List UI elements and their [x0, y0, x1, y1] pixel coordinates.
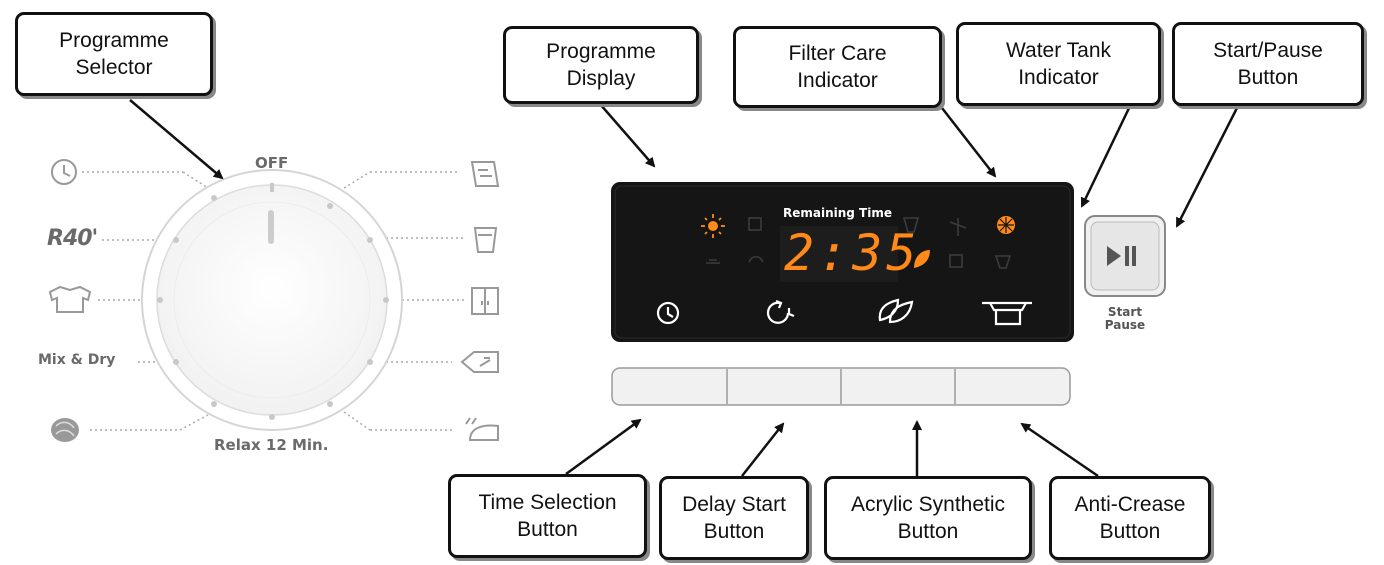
shirt-icon — [48, 285, 92, 313]
digit-window — [780, 226, 898, 282]
delay-start-button[interactable] — [727, 368, 841, 405]
anti-crease-button[interactable] — [955, 368, 1070, 405]
dim-indicators — [706, 217, 1012, 269]
wool-icon — [51, 418, 79, 442]
time-selection-icon — [656, 301, 680, 325]
towel-icon — [473, 227, 498, 253]
callout-delay-start-button: Delay Start Button — [659, 476, 809, 560]
callout-programme-selector: Programme Selector — [15, 12, 213, 96]
play-pause-icon — [1107, 246, 1136, 266]
anti-crease-icon — [982, 301, 1032, 326]
start-pause-button[interactable] — [1085, 216, 1165, 296]
sun-indicator-icon — [701, 214, 725, 238]
delay-start-icon — [766, 299, 795, 324]
start-pause-label: Start Pause — [1104, 305, 1146, 332]
remaining-time-value: 2:35 — [784, 224, 921, 282]
callout-acrylic-synthetic-button: Acrylic Synthetic Button — [824, 476, 1032, 560]
callout-water-tank-indicator: Water Tank Indicator — [956, 22, 1161, 106]
callout-anti-crease-button: Anti-Crease Button — [1049, 476, 1211, 560]
programme-dial[interactable] — [141, 169, 403, 431]
wardrobe-icon — [471, 287, 499, 315]
mix-dry-label: Mix & Dry — [38, 352, 116, 368]
hanger-icon — [460, 351, 499, 373]
button-strip — [611, 367, 1071, 406]
remaining-time-label: Remaining Time — [783, 206, 893, 220]
dial-tick-dots — [157, 183, 389, 420]
iron-icon — [465, 417, 499, 441]
acrylic-synthetic-icon — [878, 298, 914, 324]
callout-programme-display: Programme Display — [503, 26, 699, 104]
filter-care-indicator-icon — [997, 216, 1015, 234]
callout-start-pause-button: Start/Pause Button — [1172, 22, 1364, 106]
leaf-indicator-icon — [914, 250, 930, 268]
off-label: OFF — [255, 154, 289, 172]
acrylic-synthetic-button[interactable] — [841, 368, 955, 405]
r40-label: R40' — [47, 226, 98, 251]
clock-icon — [51, 159, 77, 185]
relax-label: Relax 12 Min. — [214, 436, 329, 454]
callout-time-selection-button: Time Selection Button — [448, 474, 647, 558]
callout-arrows — [129, 99, 1240, 478]
time-selection-button[interactable] — [612, 368, 727, 405]
cupboard-dry-icon — [470, 161, 500, 187]
callout-filter-care-indicator: Filter Care Indicator — [733, 26, 942, 108]
dial-pointer — [268, 210, 274, 244]
